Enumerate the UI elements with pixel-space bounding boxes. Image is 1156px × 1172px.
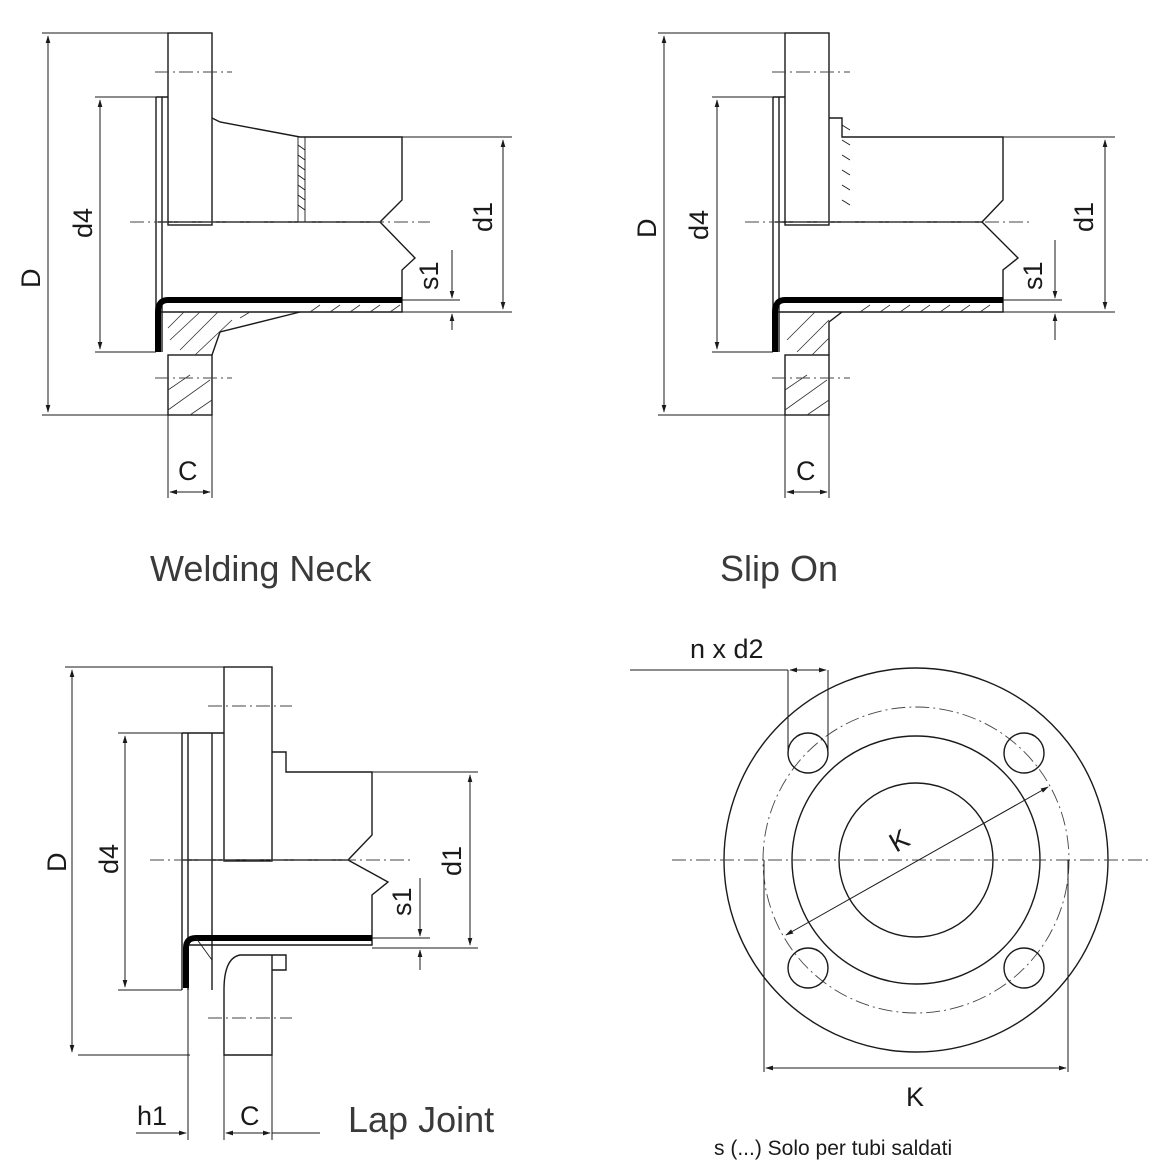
face-extension-lines [630, 669, 1069, 1072]
lj-ring-detail [223, 954, 287, 991]
wn-flange-lower [167, 354, 213, 416]
face-dim-K-diagonal [785, 786, 1049, 936]
lap-joint-view: D d4 d1 s1 h1 C Lap Joint [42, 666, 494, 1140]
face-label-K-diag: K [884, 823, 915, 858]
so-title: Slip On [720, 548, 838, 589]
so-label-d1: d1 [1069, 202, 1099, 232]
wn-centerlines [130, 71, 430, 379]
flange-face-view: n x d2 K K s (...) Solo per tubi saldati [630, 634, 1150, 1160]
so-liner [772, 297, 1003, 352]
lj-flange-upper [223, 666, 273, 862]
wn-label-D: D [16, 269, 46, 289]
so-label-D: D [632, 219, 662, 239]
wn-pipe-break [158, 221, 417, 313]
lj-label-d1: d1 [437, 846, 467, 876]
wn-label-C: C [178, 456, 198, 486]
so-weld-marks [841, 124, 851, 206]
slip-on-view: D d4 d1 s1 C Slip On [632, 32, 1115, 589]
so-centerlines [745, 71, 1030, 379]
lj-liner [183, 935, 372, 988]
lj-label-h1: h1 [137, 1101, 167, 1131]
bolt-hole-top-left [787, 732, 829, 774]
lj-pipe-lower [188, 859, 390, 946]
bolt-hole-top-right [1003, 732, 1045, 774]
so-label-d4: d4 [684, 210, 714, 240]
wn-hatch [167, 304, 401, 416]
so-pipe-upper [775, 117, 1004, 223]
lj-flange-lower [223, 990, 273, 1056]
lj-stub-end [181, 732, 224, 990]
wn-extension-lines [42, 32, 512, 498]
lj-centerlines [150, 705, 410, 1019]
lj-label-C: C [240, 1101, 260, 1131]
lj-label-s1: s1 [387, 887, 417, 916]
welding-neck-view: D d4 d1 s1 C Welding Neck [16, 32, 512, 589]
lj-stub-inner [195, 937, 213, 990]
wn-label-d4: d4 [68, 208, 98, 238]
wn-flange-upper [167, 32, 213, 226]
so-label-s1: s1 [1018, 261, 1048, 290]
footnote: s (...) Solo per tubi saldati [714, 1137, 952, 1160]
so-hatch [784, 304, 991, 416]
bolt-hole-bottom-left [787, 947, 829, 989]
lj-label-d4: d4 [94, 844, 124, 874]
so-extension-lines [658, 32, 1115, 498]
lj-pipe-upper [182, 751, 373, 861]
lj-extension-lines [65, 666, 478, 1140]
wn-title: Welding Neck [150, 548, 372, 589]
so-label-C: C [796, 456, 816, 486]
lj-title: Lap Joint [348, 1099, 494, 1140]
face-label-holes: n x d2 [690, 634, 764, 664]
so-flange-upper [784, 32, 830, 226]
wn-liner [155, 297, 402, 352]
wn-hub-lower [211, 311, 301, 356]
so-pipe-lower [775, 221, 1020, 313]
so-flange-lower [784, 354, 830, 416]
face-label-K-bottom: K [906, 1082, 924, 1112]
bolt-hole-bottom-right [1003, 947, 1045, 989]
lj-label-D: D [42, 853, 72, 873]
wn-label-d1: d1 [468, 202, 498, 232]
so-hub-lower [828, 311, 843, 355]
wn-weld-marks [297, 144, 306, 211]
wn-label-s1: s1 [414, 261, 444, 290]
wn-hub-outline [158, 117, 403, 223]
